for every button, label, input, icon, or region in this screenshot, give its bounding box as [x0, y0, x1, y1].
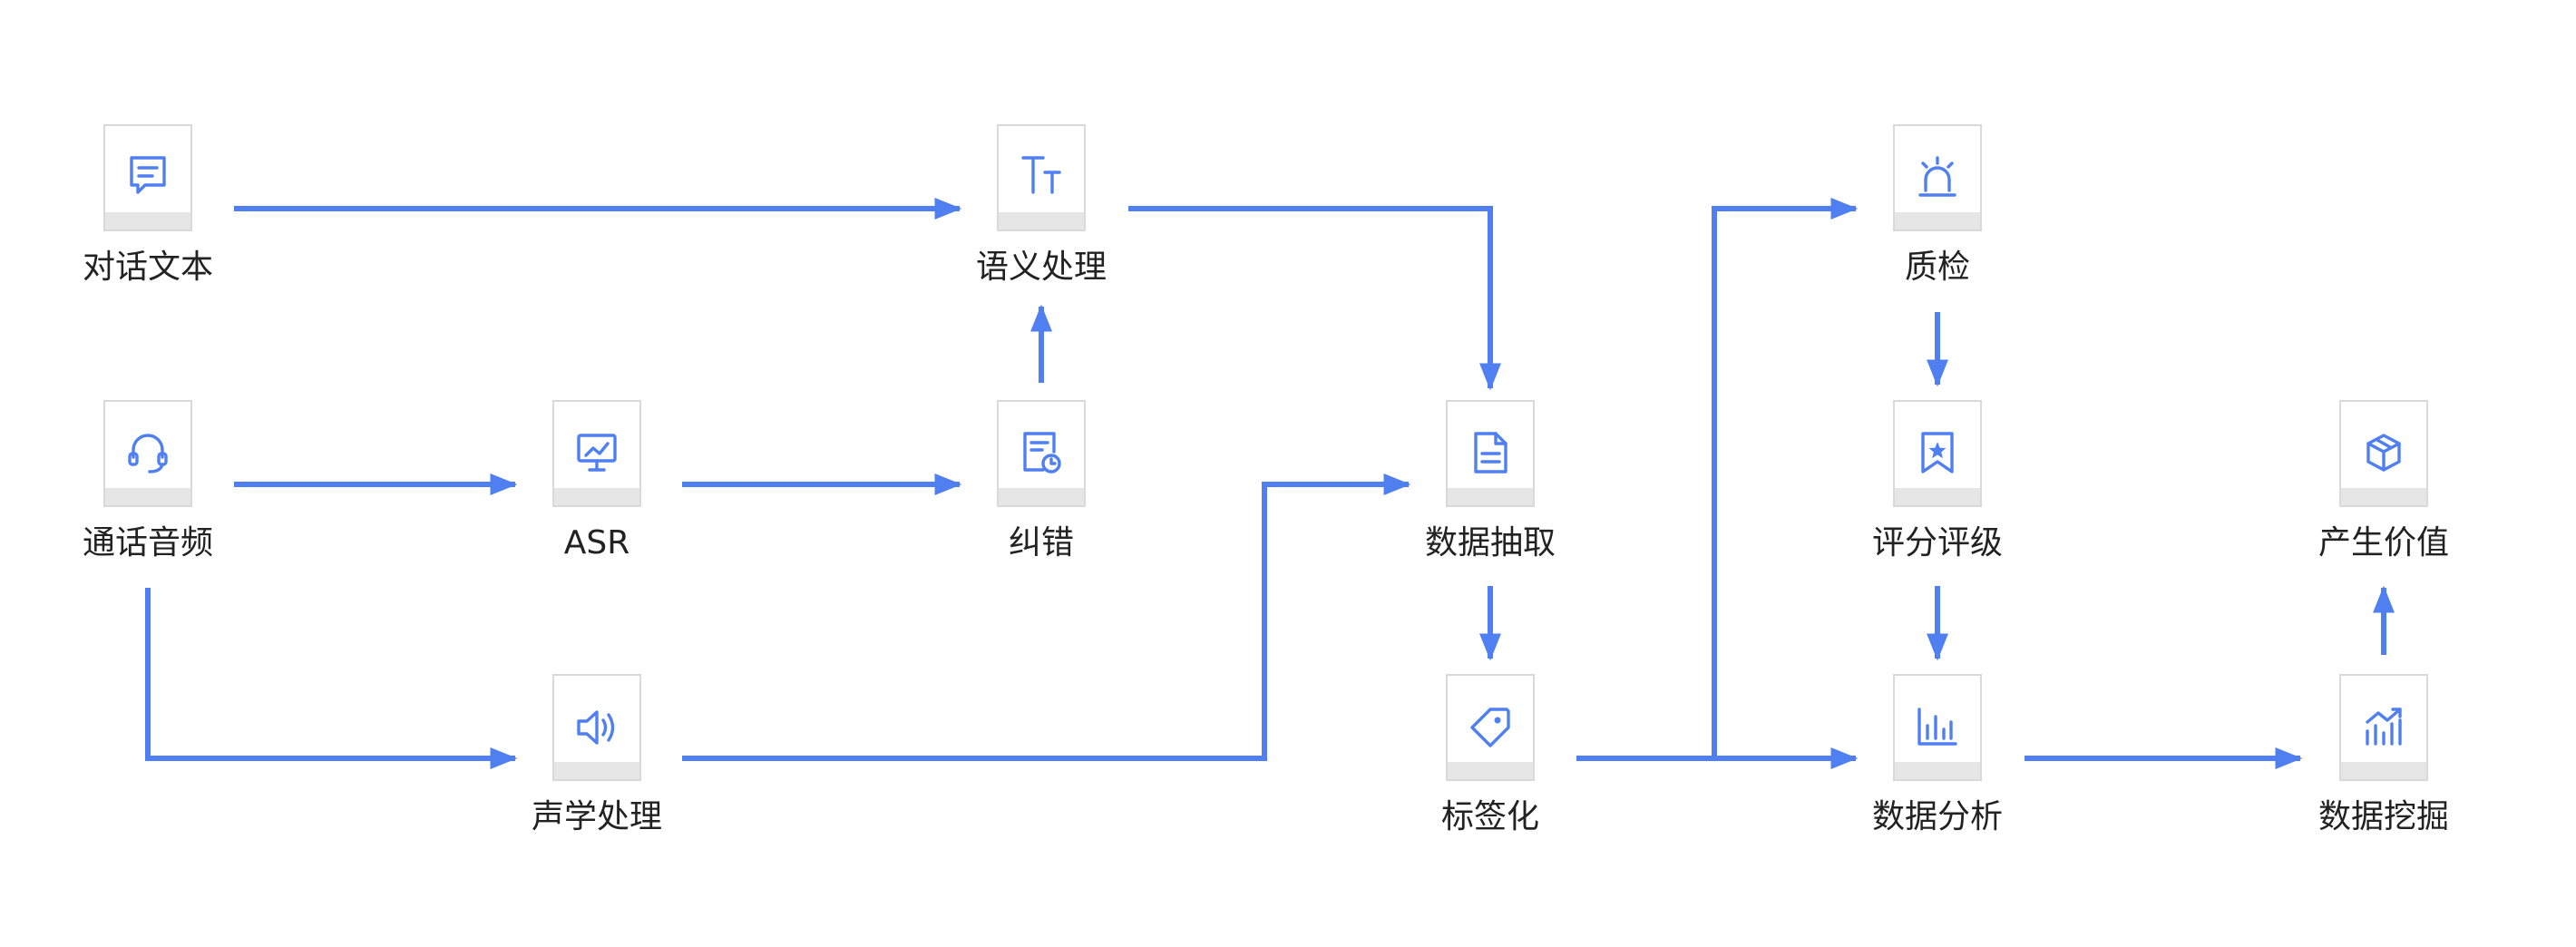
- node-label: 数据挖掘: [2318, 798, 2449, 835]
- edges: [145, 198, 2395, 769]
- node-label: 声学处理: [532, 798, 662, 835]
- bar-chart-icon: [1917, 708, 1957, 746]
- node-semantic-processing[interactable]: 语义处理: [976, 124, 1107, 286]
- edge-acoustic-to-extraction: [682, 474, 1411, 761]
- edge-semantic-to-extraction: [1128, 206, 1501, 391]
- node-data-mining[interactable]: 数据挖掘: [2318, 674, 2449, 835]
- edge-tagging-to-qc: [1712, 198, 1859, 758]
- speaker-icon: [577, 710, 615, 745]
- node-label: 对话文本: [83, 249, 213, 286]
- node-label: 纠错: [1009, 524, 1074, 561]
- chat-icon: [130, 156, 166, 194]
- document-icon: [1474, 432, 1508, 474]
- tag-icon: [1470, 708, 1510, 747]
- monitor-chart-icon: [577, 434, 617, 472]
- trend-chart-icon: [2366, 708, 2402, 746]
- node-label: 评分评级: [1872, 524, 2003, 561]
- alarm-icon: [1918, 156, 1956, 197]
- node-data-analysis[interactable]: 数据分析: [1872, 674, 2003, 835]
- node-label: 产生价值: [2318, 524, 2449, 561]
- document-clock-icon: [1023, 432, 1061, 474]
- bookmark-star-icon: [1921, 432, 1954, 474]
- node-label: 数据分析: [1872, 798, 2003, 835]
- node-label: 语义处理: [976, 249, 1107, 286]
- node-dialog-text[interactable]: 对话文本: [83, 124, 213, 286]
- cube-icon: [2366, 434, 2401, 472]
- node-value[interactable]: 产生价值: [2318, 400, 2449, 561]
- node-label: 数据抽取: [1425, 524, 1556, 561]
- node-label: 通话音频: [83, 524, 213, 561]
- node-label: ASR: [564, 524, 630, 561]
- node-label: 质检: [1905, 249, 1970, 286]
- node-asr[interactable]: ASR: [552, 400, 641, 561]
- node-label: 标签化: [1441, 798, 1539, 835]
- text-size-icon: [1021, 156, 1061, 194]
- node-acoustic-processing[interactable]: 声学处理: [532, 674, 662, 835]
- node-call-audio[interactable]: 通话音频: [83, 400, 213, 561]
- headset-icon: [128, 434, 168, 474]
- node-rating[interactable]: 评分评级: [1872, 400, 2003, 561]
- node-quality-check[interactable]: 质检: [1893, 124, 1982, 286]
- node-tagging[interactable]: 标签化: [1441, 674, 1539, 835]
- node-correction[interactable]: 纠错: [997, 400, 1086, 561]
- node-data-extraction[interactable]: 数据抽取: [1425, 400, 1556, 561]
- edge-call-audio-to-acoustic: [145, 588, 518, 769]
